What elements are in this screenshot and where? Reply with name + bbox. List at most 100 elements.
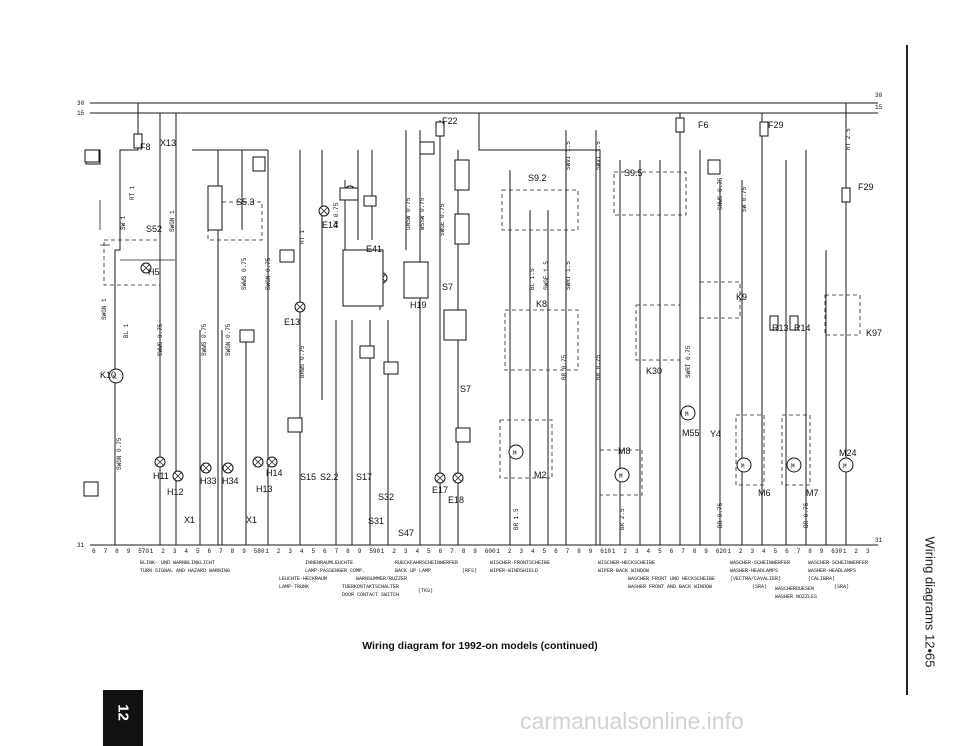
circuit-caption: LAMP-TRUNK [279,584,309,590]
grid-number: 1 [612,548,616,555]
component-label: X1 [184,515,195,525]
svg-text:M: M [619,473,623,480]
wire-colour-codes: SW 1 RT 1 SWGN 1 SWGN 1 BL 1 SWGN 0.75 S… [101,128,852,530]
grid-number: 9 [473,548,477,555]
svg-text:M: M [685,411,689,418]
component-label: K30 [646,366,662,376]
grid-number: 2 [277,548,281,555]
grid-number: 4 [300,548,304,555]
circuit-caption: WIPER-WINDSHIELD [490,568,538,574]
wire-label: SW 0.75 [333,202,340,228]
grid-number: 4 [647,548,651,555]
grid-number: 6 [554,548,558,555]
component-label: K97 [866,328,882,338]
component-label: E17 [432,485,448,495]
lamp-symbol [318,205,330,217]
grid-number: 9 [589,548,593,555]
component-label: X1 [246,515,257,525]
component-label: S9.2 [528,173,547,183]
grid-number: 8 [693,548,697,555]
circuit-caption: WASCHER FRONT UND HECKSCHEIBE [628,576,715,582]
svg-text:M: M [843,463,847,470]
wire-label: SWGN 1 [169,210,176,232]
fuse-f29b-label: F29 [858,182,874,192]
component-label: E14 [322,220,338,230]
wire-label: SWVI 1.5 [565,141,572,170]
circuit-caption: (RFS) [462,568,477,574]
circuit-caption: BACK UP LAMP [395,568,431,574]
wire-label: BL 1.5 [529,268,536,290]
grid-number: 610 [600,548,611,555]
svg-text:M: M [741,463,745,470]
grid-number: 2 [623,548,627,555]
circuit-caption: (SRA) [834,584,849,590]
grid-number: 7 [681,548,685,555]
wire-label: SWRT 1.5 [565,261,572,290]
grid-number: 4 [184,548,188,555]
component-label: S9.5 [624,168,643,178]
component-label: H11 [153,471,169,481]
component-label: M6 [758,488,771,498]
component-label: K9 [736,292,747,302]
grid-number: 8 [577,548,581,555]
circuit-caption: WIPER-BACK WINDOW [598,568,649,574]
component-label: M8 [618,446,631,456]
lamp-symbol [222,462,234,474]
grid-number: 5 [543,548,547,555]
component-label: S7 [460,384,471,394]
circuit-captions: BLINK- UND WARNBLINKLICHT TURN SIGNAL AN… [140,560,868,600]
circuit-caption: WASHER-HEADLAMPS [730,568,778,574]
grid-number: 8 [346,548,350,555]
grid-number: 2 [392,548,396,555]
svg-text:M: M [791,463,795,470]
wire-label: RT 2.5 [845,128,852,150]
rail-15-right: 15 [875,104,883,111]
fuse-boxes: F8 F22 F6 F29 F29 [133,116,874,203]
component-label: S17 [356,472,372,482]
component-label: S7 [442,282,453,292]
circuit-caption: DOOR CONTACT SWITCH [342,592,399,598]
chapter-tab: 12 [103,690,143,746]
grid-number: 6 [439,548,443,555]
rail-15-left: 15 [77,110,85,117]
grid-number: 1 [843,548,847,555]
circuit-caption: (SRA) [752,584,767,590]
wire-label: GNSW 0.75 [405,197,412,230]
lamp-symbol [294,301,306,313]
grid-number: 8 [808,548,812,555]
component-label: S31 [368,516,384,526]
grid-number: 7 [335,548,339,555]
component-label: S32 [378,492,394,502]
grid-number: 570 [138,548,149,555]
grid-number: 3 [288,548,292,555]
circuit-caption: (VECTRA/CAVALIER) [730,576,781,582]
grid-number: 8 [231,548,235,555]
grid-number: 7 [219,548,223,555]
circuit-caption: WASCHERDUESEN [775,586,814,592]
grid-number: 6 [208,548,212,555]
grid-number: 1 [150,548,154,555]
grid-number: 6 [670,548,674,555]
wire-label: BR 2.5 [619,508,626,530]
wire-label: RT 1 [299,229,306,244]
circuit-caption: TUERKONTAKTSCHALTER [342,584,399,590]
fuse-f29-label: F29 [768,120,784,130]
circuit-caption: WASHER-HEADLAMPS [808,568,856,574]
svg-text:K: K [113,374,117,381]
circuit-caption: TURN SIGNAL AND HAZARD WARNING [140,568,230,574]
grid-number: 8 [462,548,466,555]
wire-label: SWGN 0.75 [225,323,232,356]
lamp-symbol [266,456,278,468]
grid-number: 3 [519,548,523,555]
grid-number: 2 [854,548,858,555]
wire-label: GNWS 0.75 [717,177,724,210]
wire-label: WSSW 0.75 [419,197,426,230]
wire-label: BR 0.75 [595,354,602,380]
lamp-symbol [252,456,264,468]
grid-number: 3 [404,548,408,555]
grid-number: 580 [254,548,265,555]
grid-number: 4 [531,548,535,555]
component-label: S47 [398,528,414,538]
